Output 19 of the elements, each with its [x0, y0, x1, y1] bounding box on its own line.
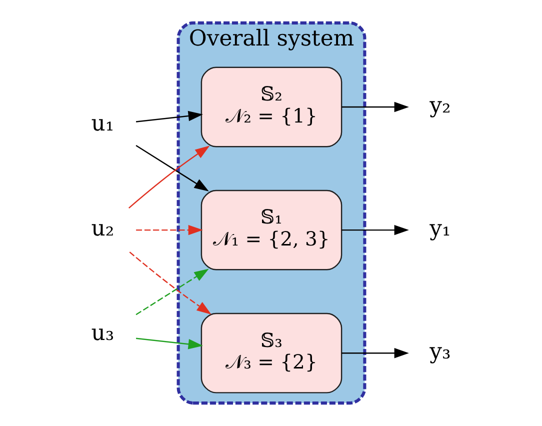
arrow — [135, 338, 202, 350]
node-text: u₁ — [90, 112, 114, 137]
node-text: y₂ — [429, 93, 450, 118]
arrow — [135, 110, 202, 122]
node-box: 𝕊₁ 𝒩₁ = {2, 3} — [200, 190, 342, 270]
arrow — [341, 348, 408, 358]
arrow — [135, 268, 208, 316]
arrow — [341, 102, 408, 112]
node-box: 𝕊₃ 𝒩₃ = {2} — [200, 312, 342, 394]
node-text: u₃ — [90, 321, 114, 346]
node-text: y₃ — [429, 339, 450, 364]
arrow — [128, 252, 211, 314]
arrow — [136, 224, 202, 236]
arrow — [128, 146, 210, 209]
node-text: u₂ — [90, 216, 114, 242]
arrow — [135, 144, 208, 192]
node-text: y₁ — [429, 216, 450, 242]
node-box: 𝕊₂ 𝒩₂ = {1} — [200, 66, 342, 148]
arrow — [341, 224, 408, 236]
